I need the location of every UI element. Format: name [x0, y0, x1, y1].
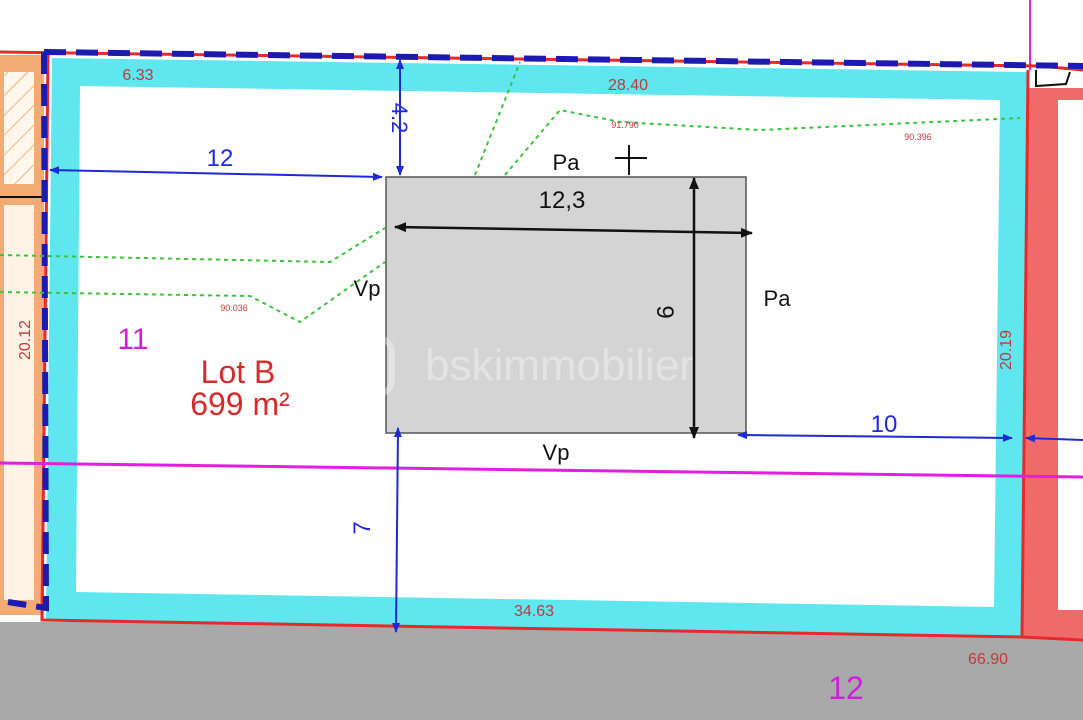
facade-vp-left: Vp: [354, 276, 381, 301]
dashed-boundary: [7, 49, 1083, 612]
dim-right-setback-line: [737, 431, 1013, 442]
building-footprint: [385, 176, 747, 434]
road-ground: [0, 622, 1083, 720]
elevation-1: 91.790: [611, 120, 639, 130]
dim-right-setback-ext: [1025, 434, 1083, 443]
facade-pa-right: Pa: [764, 286, 792, 311]
dim-left-setback-label: 12: [207, 145, 234, 172]
lot-area: 699 m²: [190, 386, 290, 422]
contour-line-1: [0, 227, 386, 264]
lot-name: Lot B: [201, 354, 276, 390]
watermark-logo: bskimmobilier: [319, 335, 694, 397]
facade-vp-bottom: Vp: [543, 440, 570, 465]
edge-outer-bottom: 66.90: [968, 651, 1008, 668]
edge-left: 20.12: [17, 320, 34, 360]
watermark-text: bskimmobilier: [425, 341, 694, 390]
dim-bottom-setback-line: [392, 427, 402, 633]
dim-building-depth-label: 9: [651, 305, 678, 318]
dim-right-setback-label: 10: [871, 411, 898, 438]
neighbor-right-inner: [1058, 100, 1083, 610]
survey-cross: [615, 145, 647, 175]
elevation-3: 90.036: [220, 303, 248, 313]
edge-top-right: 28.40: [608, 77, 648, 94]
elevation-2: 90.396: [904, 132, 932, 142]
dim-top-setback-label: 4.2: [387, 103, 412, 134]
dim-left-setback-line: [49, 166, 383, 181]
contour-line-4: [504, 108, 1021, 176]
corner-mark: [1035, 70, 1071, 88]
parcel-left-number: 11: [117, 323, 148, 356]
parcel-bottom-number: 12: [828, 670, 864, 706]
edge-right: 20.19: [998, 330, 1015, 370]
neighbor-left-hatch: [4, 72, 34, 184]
edge-bottom: 34.63: [514, 603, 554, 620]
facade-pa-top: Pa: [553, 150, 581, 175]
magenta-line: [0, 461, 1083, 479]
dim-building-width-label: 12,3: [539, 187, 586, 214]
dim-bottom-setback-label: 7: [349, 521, 376, 534]
edge-top-left: 6.33: [122, 67, 153, 84]
neighbor-left-lower: [4, 205, 34, 600]
